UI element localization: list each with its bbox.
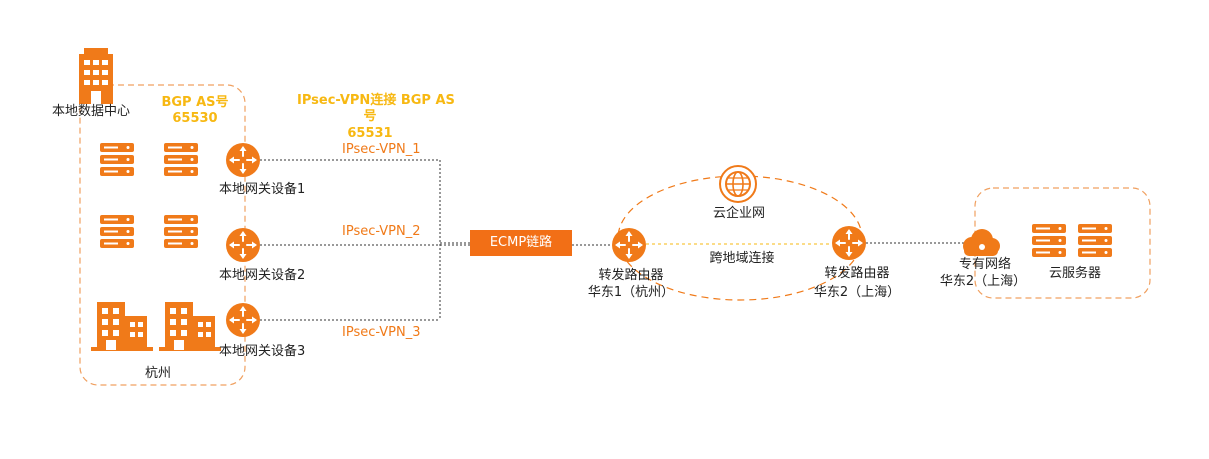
bgp-as-label: BGP AS号 xyxy=(161,95,229,110)
server-icon xyxy=(100,143,134,176)
server-icon xyxy=(164,143,198,176)
ipsec-bgp-value: 65531 xyxy=(347,126,393,141)
region-label-hangzhou: 杭州 xyxy=(144,366,171,381)
datacenter-boundary xyxy=(79,84,246,386)
tunnel-label-3: IPsec-VPN_3 xyxy=(342,325,421,340)
gateway-label-3: 本地网关设备3 xyxy=(219,344,306,359)
tunnel-lines xyxy=(260,159,975,321)
cen-label: 云企业网 xyxy=(712,206,765,221)
server-icon xyxy=(100,215,134,248)
cross-region-label: 跨地域连接 xyxy=(709,251,775,266)
globe-icon xyxy=(719,165,757,203)
building-icon xyxy=(159,302,221,351)
transit-router-icon xyxy=(611,227,647,263)
ipsec-bgp-label-cont: 号 xyxy=(363,109,377,124)
gateway-label-2: 本地网关设备2 xyxy=(219,268,306,283)
cloud-server-label: 云服务器 xyxy=(1048,266,1101,281)
building-icon xyxy=(91,302,153,351)
cloud-server-icon xyxy=(1078,224,1112,257)
router2-region: 华东2（上海） xyxy=(813,285,901,300)
gateway-router-icon xyxy=(225,142,261,178)
vpc-title: 专有网络 xyxy=(958,257,1011,272)
vpc-region: 华东2（上海） xyxy=(939,274,1027,289)
gateway-router-icon xyxy=(225,227,261,263)
datacenter-title: 本地数据中心 xyxy=(52,104,131,119)
server-icon xyxy=(164,215,198,248)
transit-router-icon xyxy=(831,225,867,261)
gateway-router-icon xyxy=(225,302,261,338)
gateway-label-1: 本地网关设备1 xyxy=(219,182,306,197)
bgp-as-value: 65530 xyxy=(172,111,218,126)
router1-title: 转发路由器 xyxy=(598,268,664,283)
vpc-cloud-icon xyxy=(963,229,1000,256)
tunnel-label-1: IPsec-VPN_1 xyxy=(342,142,421,157)
router2-title: 转发路由器 xyxy=(824,266,890,281)
ipsec-bgp-label: IPsec-VPN连接 BGP AS xyxy=(297,93,455,108)
tunnel-label-2: IPsec-VPN_2 xyxy=(342,224,421,239)
ecmp-link-box: ECMP链路 xyxy=(470,230,572,256)
router1-region: 华东1（杭州） xyxy=(587,285,675,300)
datacenter-icon xyxy=(79,48,113,104)
cloud-server-icon xyxy=(1032,224,1066,257)
